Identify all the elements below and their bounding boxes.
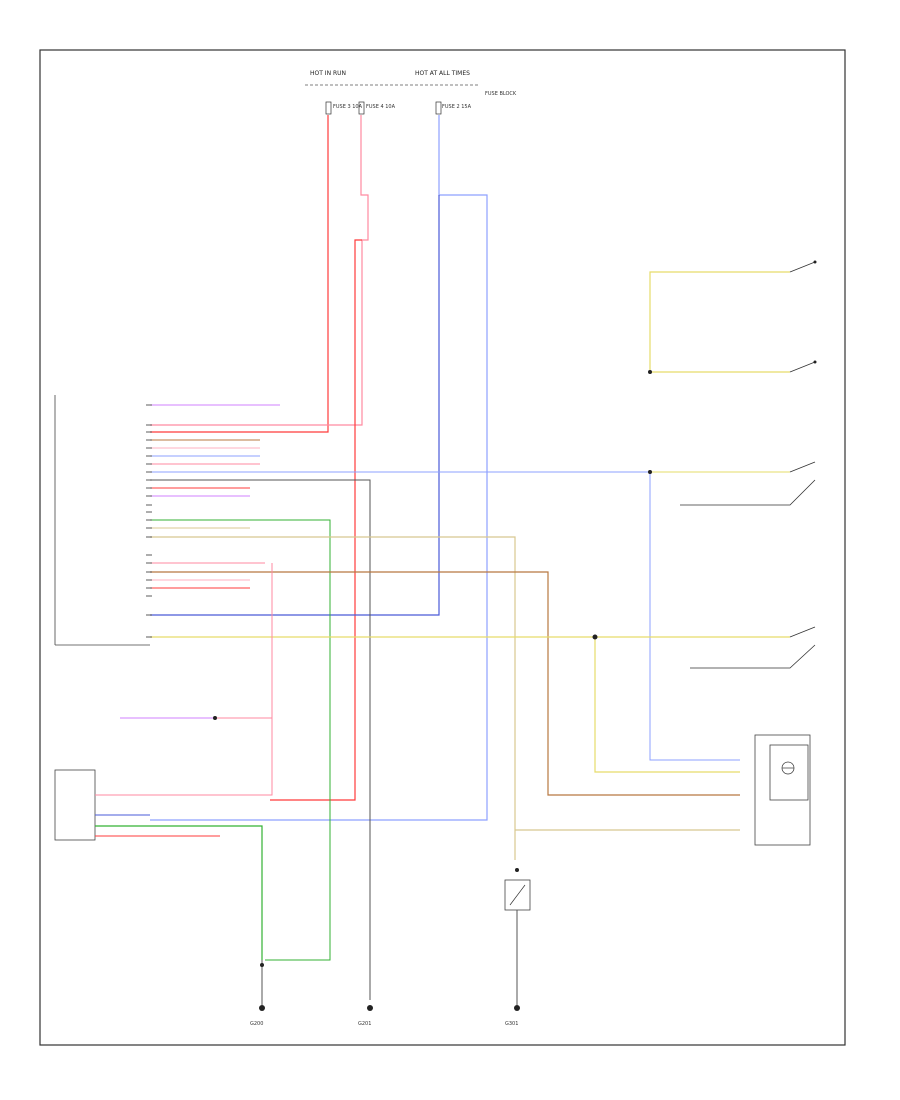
ground-g201: G201 [358,1005,373,1027]
hot-in-run-label: HOT IN RUN [310,70,346,77]
splice-2 [648,470,652,474]
wire-red-to-bottom [270,239,362,801]
wire-black-ground [150,479,371,1000]
left-module [54,395,150,646]
ground-g200-label: G200 [250,1021,263,1027]
diagram-frame [39,49,846,1046]
pcm-symbol [781,761,795,775]
sensor-symbol [509,884,526,906]
fuse-2-label: FUSE 4 10A [366,104,396,110]
ground-g301: G301 [505,1005,520,1027]
wire-red-power [150,115,329,433]
wire-pink-relay [215,563,273,719]
splice-5 [260,963,264,967]
fuse-1-symbol [325,101,332,115]
wire-pink-power [150,115,369,426]
wire-pink-bottom [95,718,273,796]
fuse-2-symbol [358,101,365,115]
wire-blue-feed [150,195,440,616]
fuse-block-label: FUSE BLOCK [485,91,517,97]
wire-tan-sensor [150,536,516,860]
splice-3 [592,634,598,640]
wire-green-loop [150,519,331,961]
pcm-inner-box [769,744,809,801]
wire-yellow-pcm [594,637,740,773]
splice-4 [213,716,217,720]
top-power-block: HOT IN RUN HOT AT ALL TIMES FUSE BLOCK F… [305,70,517,115]
ground-g301-label: G301 [505,1021,518,1027]
hot-at-all-times-label: HOT AT ALL TIMES [415,70,470,77]
wire-yellow-switch-1 [649,271,790,372]
left-module-pins [146,404,152,638]
fuse-3-symbol [435,101,442,115]
wire-green-bottom [95,825,263,960]
fuse-3-label: FUSE 2 15A [442,104,472,110]
switch-2 [789,360,817,373]
ground-g201-label: G201 [358,1021,371,1027]
splice-1 [648,370,652,374]
pcm-module [754,734,811,846]
fuse-1-label: FUSE 3 10A [333,104,363,110]
wire-lightblue-batt [150,115,488,821]
wire-brown-long [150,571,740,796]
switch-4 [690,626,816,669]
switch-3 [680,461,816,506]
ground-g200: G200 [250,1005,265,1027]
switch-1 [789,260,817,273]
splice-6 [515,868,519,872]
wire-blue-long [150,471,740,761]
bottom-left-module [54,769,96,841]
